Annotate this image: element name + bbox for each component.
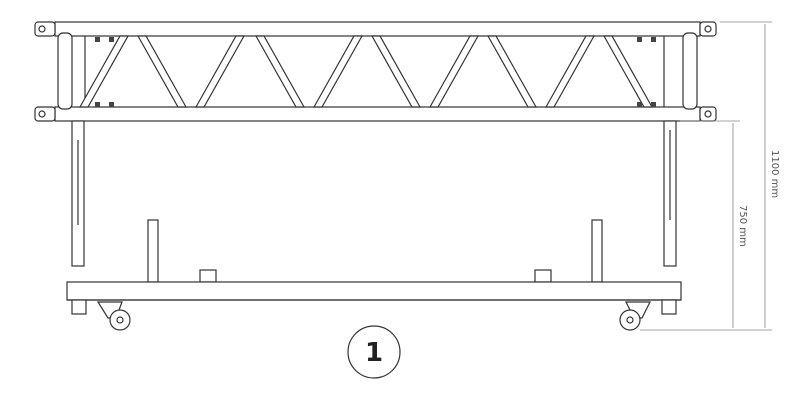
base-frame: [66, 281, 682, 315]
callout-circle: [347, 325, 401, 379]
support-legs: [71, 120, 677, 283]
caster-wheels: [96, 301, 651, 331]
truss-beam: [34, 21, 717, 122]
callout-number: 1: [365, 338, 383, 368]
dim-label-support-height: 750 mm: [737, 205, 748, 247]
dimension-lines: [640, 21, 772, 331]
dim-label-total-height: 1100 mm: [769, 150, 780, 198]
